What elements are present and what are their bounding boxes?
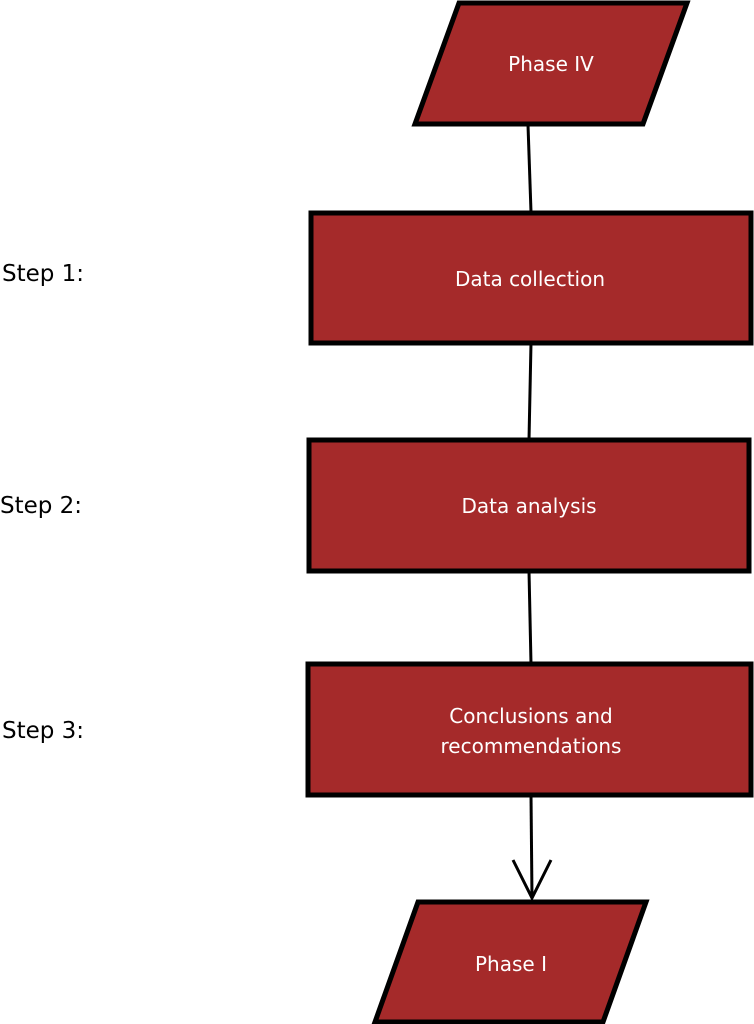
connector-conclusions-to-phase-i — [529, 794, 534, 899]
connector-phase-iv-to-collection — [526, 124, 533, 213]
arrowhead-icon — [511, 859, 553, 902]
node-data-analysis: Data analysis — [306, 437, 752, 574]
node-phase-iv: Phase IV — [411, 0, 691, 127]
phase-i-shape — [371, 899, 650, 1024]
conclusions-box — [305, 661, 754, 798]
phase-iv-shape — [411, 0, 691, 127]
data-analysis-label: Data analysis — [461, 494, 596, 518]
node-conclusions: Conclusions and recommendations — [305, 661, 754, 798]
node-phase-i: Phase I — [371, 899, 650, 1024]
phase-i-label: Phase I — [475, 952, 547, 976]
step-1-label: Step 1: — [2, 261, 84, 287]
connector-analysis-to-conclusions — [527, 570, 533, 665]
step-3-label: Step 3: — [2, 718, 84, 744]
step-2-label: Step 2: — [0, 493, 82, 519]
data-collection-box — [308, 210, 754, 346]
conclusions-label-line1: Conclusions and — [449, 704, 612, 728]
connector-collection-to-analysis — [527, 342, 533, 441]
conclusions-label-line2: recommendations — [441, 734, 622, 758]
node-data-collection: Data collection — [308, 210, 754, 346]
phase-iv-label: Phase IV — [508, 52, 594, 76]
data-collection-label: Data collection — [455, 267, 605, 291]
data-analysis-box — [306, 437, 752, 574]
